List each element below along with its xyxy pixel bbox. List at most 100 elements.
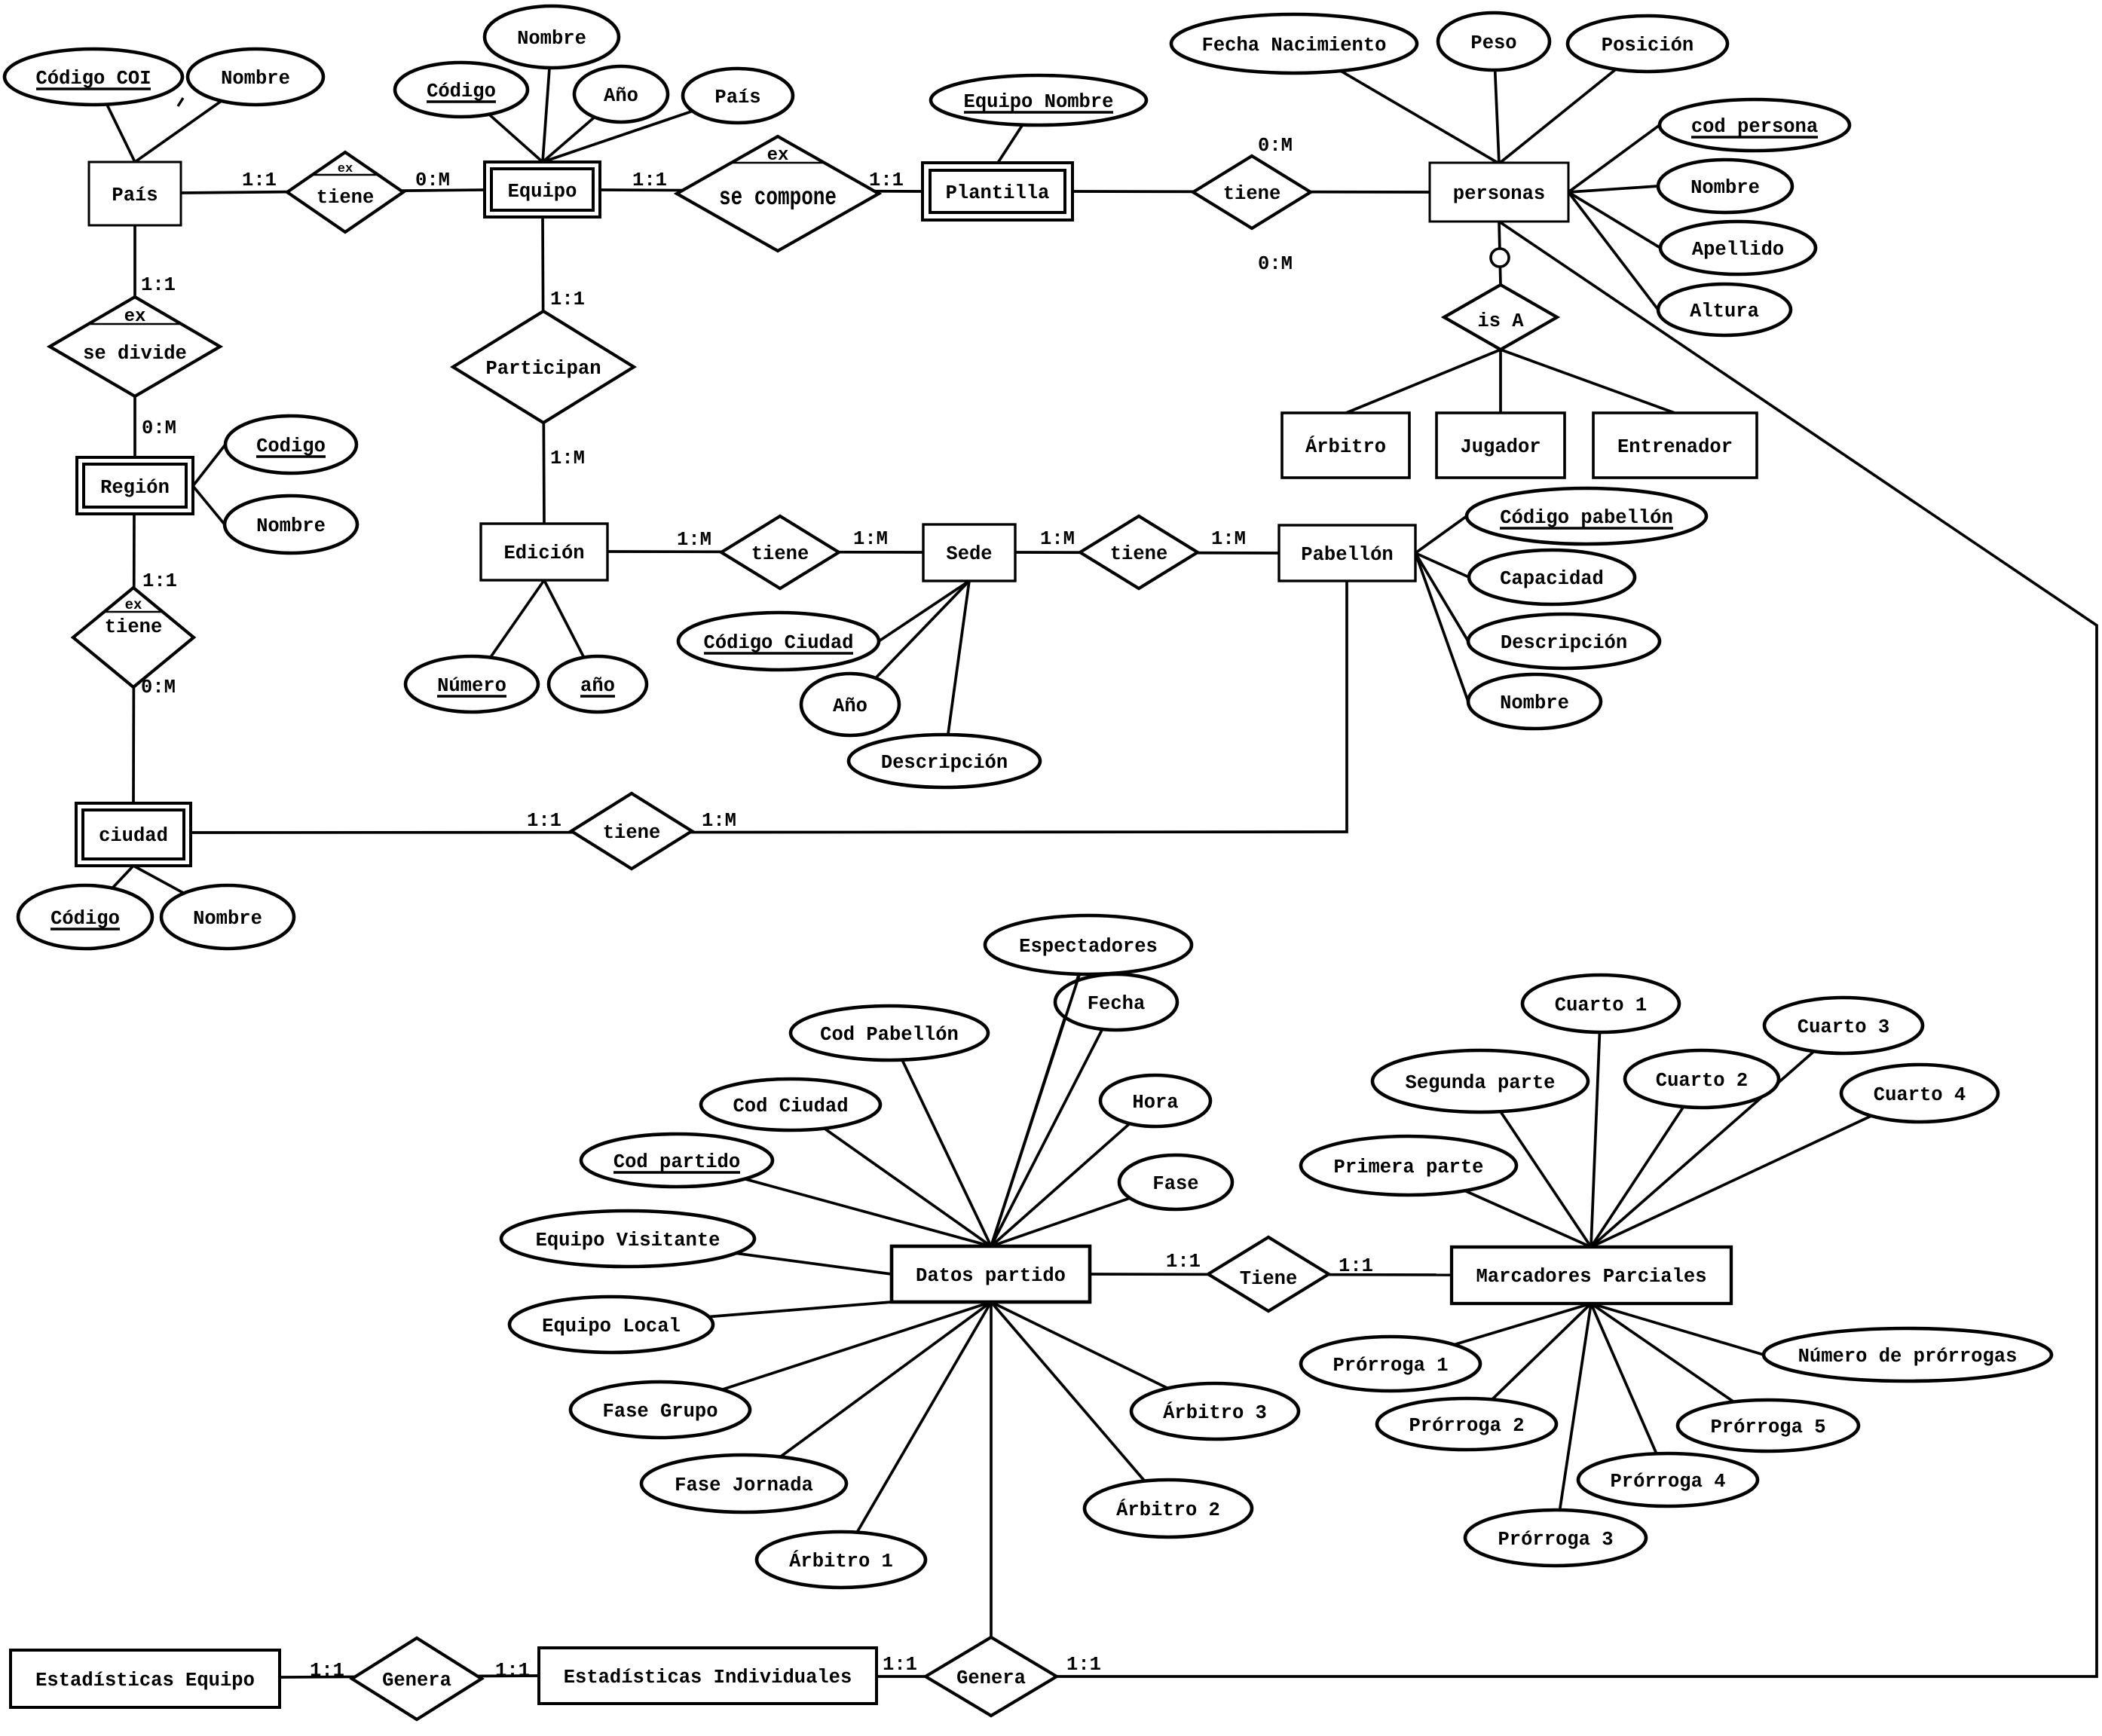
svg-text:tiene: tiene bbox=[317, 187, 375, 209]
svg-text:is A: is A bbox=[1477, 310, 1524, 332]
svg-text:Árbitro 1: Árbitro 1 bbox=[789, 1550, 893, 1572]
svg-text:tiene: tiene bbox=[1110, 543, 1168, 565]
svg-text:Árbitro: Árbitro bbox=[1305, 436, 1386, 458]
svg-text:Prórroga 4: Prórroga 4 bbox=[1610, 1471, 1725, 1493]
svg-text:personas: personas bbox=[1453, 183, 1545, 205]
svg-text:tiene: tiene bbox=[1223, 183, 1281, 205]
svg-text:Equipo: Equipo bbox=[508, 181, 577, 203]
svg-text:tiene: tiene bbox=[105, 616, 163, 638]
svg-text:cod persona: cod persona bbox=[1691, 116, 1818, 138]
svg-text:Jugador: Jugador bbox=[1460, 436, 1541, 458]
svg-text:0:M: 0:M bbox=[141, 677, 176, 698]
svg-text:1:M: 1:M bbox=[1040, 528, 1075, 550]
svg-text:Tiene: Tiene bbox=[1240, 1268, 1298, 1290]
svg-text:Código pabellón: Código pabellón bbox=[1500, 507, 1673, 529]
svg-text:Entrenador: Entrenador bbox=[1617, 436, 1733, 458]
svg-text:Altura: Altura bbox=[1690, 301, 1759, 322]
svg-text:ex: ex bbox=[125, 597, 142, 613]
svg-text:Estadísticas Equipo: Estadísticas Equipo bbox=[35, 1670, 255, 1692]
svg-text:Nombre: Nombre bbox=[221, 68, 290, 90]
svg-text:Estadísticas Individuales: Estadísticas Individuales bbox=[564, 1667, 852, 1689]
svg-text:Marcadores Parciales: Marcadores Parciales bbox=[1476, 1266, 1706, 1288]
svg-text:1:1: 1:1 bbox=[495, 1660, 530, 1682]
svg-text:1:1: 1:1 bbox=[142, 570, 177, 592]
svg-text:Cuarto 2: Cuarto 2 bbox=[1656, 1070, 1748, 1092]
svg-text:Codigo: Codigo bbox=[256, 436, 326, 457]
svg-text:1:1: 1:1 bbox=[242, 170, 277, 191]
svg-text:Cuarto 3: Cuarto 3 bbox=[1798, 1016, 1889, 1038]
svg-text:Genera: Genera bbox=[956, 1667, 1026, 1689]
svg-text:Nombre: Nombre bbox=[256, 515, 326, 537]
svg-text:Segunda parte: Segunda parte bbox=[1406, 1072, 1556, 1094]
svg-text:Capacidad: Capacidad bbox=[1500, 568, 1604, 590]
svg-text:Código Ciudad: Código Ciudad bbox=[704, 632, 854, 654]
svg-text:Equipo Visitante: Equipo Visitante bbox=[536, 1230, 721, 1252]
svg-text:Descripción: Descripción bbox=[1501, 632, 1627, 654]
svg-text:Prórroga 1: Prórroga 1 bbox=[1332, 1355, 1448, 1377]
svg-text:País: País bbox=[714, 87, 760, 108]
svg-text:0:M: 0:M bbox=[1258, 253, 1293, 275]
svg-text:Hora: Hora bbox=[1132, 1092, 1178, 1114]
svg-text:Posición: Posición bbox=[1602, 35, 1694, 57]
svg-text:Plantilla: Plantilla bbox=[946, 182, 1050, 204]
svg-text:0:M: 0:M bbox=[415, 170, 450, 191]
svg-text:Apellido: Apellido bbox=[1692, 239, 1784, 261]
svg-text:Genera: Genera bbox=[382, 1670, 451, 1692]
svg-text:1:1: 1:1 bbox=[883, 1654, 917, 1676]
svg-text:Prórroga 3: Prórroga 3 bbox=[1498, 1529, 1613, 1551]
svg-text:Nombre: Nombre bbox=[517, 28, 586, 50]
svg-text:0:M: 0:M bbox=[1258, 135, 1293, 157]
svg-text:Sede: Sede bbox=[946, 543, 992, 565]
svg-text:1:1: 1:1 bbox=[310, 1660, 344, 1682]
svg-text:Región: Región bbox=[100, 477, 170, 499]
svg-text:Código COI: Código COI bbox=[35, 68, 151, 90]
svg-text:1:1: 1:1 bbox=[869, 170, 904, 191]
svg-text:Participan: Participan bbox=[485, 358, 601, 380]
svg-text:Fase Jornada: Fase Jornada bbox=[675, 1475, 813, 1496]
svg-text:Fecha Nacimiento: Fecha Nacimiento bbox=[1202, 35, 1387, 57]
svg-text:1:1: 1:1 bbox=[550, 289, 585, 310]
svg-text:Peso: Peso bbox=[1470, 32, 1516, 54]
svg-text:Número: Número bbox=[437, 675, 506, 697]
svg-text:Cod partido: Cod partido bbox=[613, 1151, 740, 1173]
svg-text:Código: Código bbox=[427, 81, 496, 102]
svg-text:Equipo Local: Equipo Local bbox=[542, 1316, 681, 1337]
svg-text:año: año bbox=[580, 675, 615, 697]
svg-text:1:1: 1:1 bbox=[1339, 1255, 1373, 1277]
svg-text:Árbitro 3: Árbitro 3 bbox=[1163, 1401, 1267, 1424]
svg-text:Código: Código bbox=[50, 908, 120, 930]
svg-text:1:1: 1:1 bbox=[1066, 1654, 1101, 1676]
svg-text:Número de prórrogas: Número de prórrogas bbox=[1798, 1346, 2018, 1368]
svg-text:Descripción: Descripción bbox=[881, 752, 1008, 774]
svg-text:Cuarto 1: Cuarto 1 bbox=[1555, 995, 1647, 1016]
svg-text:Pabellón: Pabellón bbox=[1301, 544, 1393, 566]
svg-text:Equipo Nombre: Equipo Nombre bbox=[964, 91, 1114, 113]
svg-text:Fase Grupo: Fase Grupo bbox=[602, 1401, 717, 1423]
svg-text:Árbitro 2: Árbitro 2 bbox=[1116, 1499, 1220, 1521]
svg-text:Cuarto 4: Cuarto 4 bbox=[1874, 1084, 1966, 1106]
svg-text:Primera parte: Primera parte bbox=[1334, 1157, 1484, 1178]
svg-text:Año: Año bbox=[604, 85, 638, 107]
svg-text:1:M: 1:M bbox=[677, 529, 711, 551]
svg-text:1:M: 1:M bbox=[550, 448, 585, 469]
svg-text:1:1: 1:1 bbox=[632, 170, 667, 191]
svg-text:Prórroga 5: Prórroga 5 bbox=[1710, 1417, 1825, 1438]
svg-text:se compone: se compone bbox=[719, 184, 837, 212]
svg-text:Prórroga 2: Prórroga 2 bbox=[1409, 1415, 1524, 1437]
svg-text:1:M: 1:M bbox=[853, 528, 888, 550]
svg-text:tiene: tiene bbox=[603, 822, 661, 844]
svg-text:Cod Ciudad: Cod Ciudad bbox=[733, 1096, 848, 1117]
svg-text:Nombre: Nombre bbox=[1500, 692, 1569, 714]
svg-text:ex: ex bbox=[338, 162, 353, 176]
svg-text:Fecha: Fecha bbox=[1088, 993, 1146, 1015]
svg-text:ex: ex bbox=[767, 145, 789, 166]
svg-text:1:M: 1:M bbox=[1211, 528, 1246, 550]
svg-text:Espectadores: Espectadores bbox=[1019, 936, 1158, 958]
svg-text:1:1: 1:1 bbox=[1166, 1251, 1201, 1273]
svg-text:Nombre: Nombre bbox=[1690, 177, 1760, 199]
svg-text:Fase: Fase bbox=[1152, 1173, 1198, 1195]
svg-text:1:M: 1:M bbox=[702, 810, 736, 832]
svg-text:se divide: se divide bbox=[83, 343, 187, 365]
svg-text:1:1: 1:1 bbox=[141, 274, 176, 296]
svg-text:Cod Pabellón: Cod Pabellón bbox=[820, 1024, 959, 1046]
